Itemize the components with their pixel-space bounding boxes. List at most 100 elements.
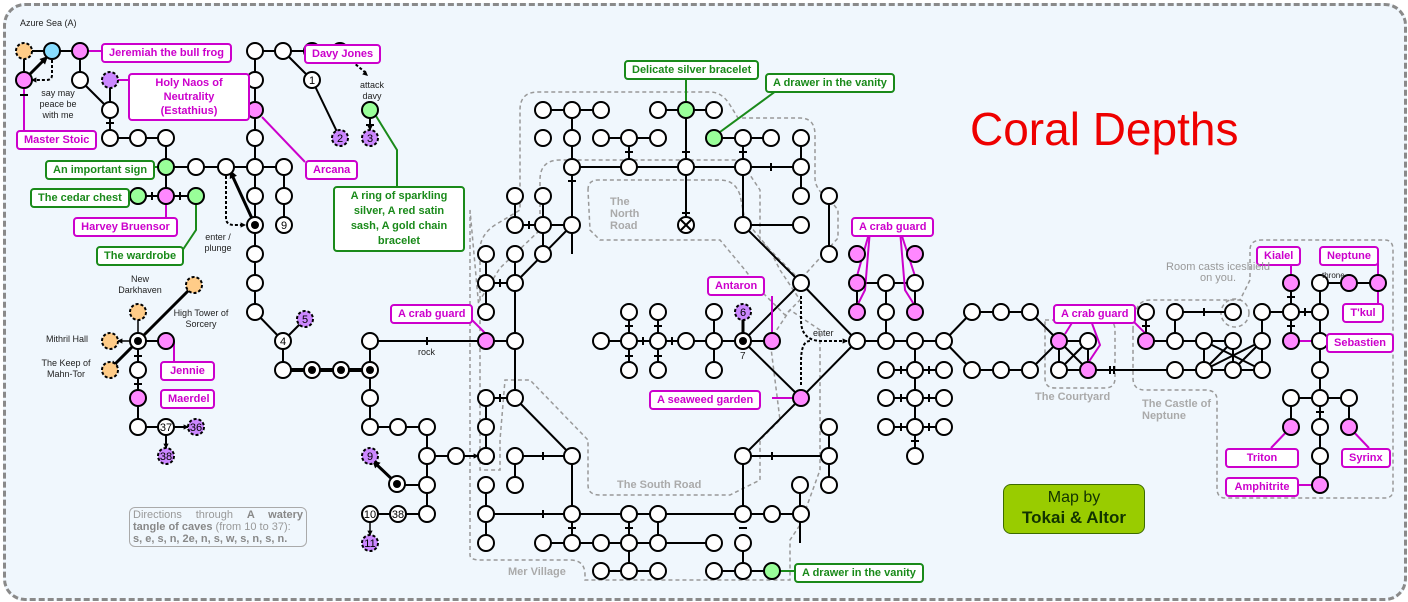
room-node (906, 389, 924, 407)
room-dot-icon (739, 337, 747, 345)
room-node (649, 505, 667, 523)
room-node (506, 476, 524, 494)
item-node (157, 158, 175, 176)
room-node (649, 129, 667, 147)
area-label-courtyard: The Courtyard (1035, 391, 1111, 403)
npc-label-crab-guard-west[interactable]: A crab guard (390, 304, 474, 324)
room-node (820, 476, 838, 494)
npc-label-syrinx[interactable]: Syrinx (1341, 448, 1391, 468)
arrow-head-icon (163, 443, 169, 449)
room-node (1050, 361, 1068, 379)
room-node (246, 187, 264, 205)
npc-label-maerdel[interactable]: Maerdel (160, 389, 215, 409)
npc-node (1340, 274, 1358, 292)
exit-node (361, 129, 379, 147)
npc-label-kialel[interactable]: Kialel (1256, 246, 1302, 266)
npc-node (157, 332, 175, 350)
room-node (705, 303, 723, 321)
room-node (992, 361, 1010, 379)
npc-label-tkul[interactable]: T'kul (1342, 303, 1384, 323)
npc-label-harvey[interactable]: Harvey Bruensor (73, 217, 178, 237)
label-leader-line (856, 229, 871, 307)
room-node (246, 129, 264, 147)
room-number: 2 (337, 133, 343, 145)
npc-label-master-stoic[interactable]: Master Stoic (16, 130, 98, 150)
item-label-important-sign[interactable]: An important sign (45, 160, 156, 180)
arrow-head-icon (367, 530, 373, 536)
room-node (820, 447, 838, 465)
room-node (649, 101, 667, 119)
npc-label-seaweed-garden[interactable]: A seaweed garden (649, 390, 762, 410)
room-node (187, 158, 205, 176)
item-label-drawer-north[interactable]: A drawer in the vanity (765, 73, 895, 93)
annotation-enter-plunge: enter / plunge (204, 232, 232, 253)
room-node (734, 158, 752, 176)
room-dot-icon (337, 366, 345, 374)
room-node (620, 534, 638, 552)
room-node (1253, 361, 1271, 379)
item-label-wardrobe[interactable]: The wardrobe (96, 246, 185, 266)
item-label-silver-bracelet[interactable]: Delicate silver bracelet (624, 60, 760, 80)
room-node (246, 158, 264, 176)
item-label-cedar-chest[interactable]: The cedar chest (30, 188, 130, 208)
room-dot-icon (308, 366, 316, 374)
npc-label-arcana[interactable]: Arcana (305, 160, 359, 180)
exit-node (331, 129, 349, 147)
exit-node (361, 447, 379, 465)
npc-label-neptune[interactable]: Neptune (1319, 246, 1379, 266)
area-label-castle-neptune: The Castle of Neptune (1142, 398, 1212, 422)
room-number: 37 (160, 422, 172, 434)
room-node (361, 389, 379, 407)
exit-node (101, 332, 119, 350)
room-node (1195, 332, 1213, 350)
room-node (1166, 332, 1184, 350)
npc-label-sebastien[interactable]: Sebastien (1326, 333, 1394, 353)
npc-label-holy-naos[interactable]: Holy Naos of Neutrality (Estathius) (128, 73, 250, 121)
room-node (592, 562, 610, 580)
exit-node (101, 361, 119, 379)
npc-label-crab-guard-north[interactable]: A crab guard (851, 217, 935, 237)
arrow-head-icon (240, 222, 246, 228)
room-node (848, 332, 866, 350)
room-node (217, 158, 235, 176)
room-node (935, 332, 953, 350)
room-node (1311, 389, 1329, 407)
room-node (101, 129, 119, 147)
room-node (274, 42, 292, 60)
area-label-mer-village: Mer Village (508, 566, 566, 578)
npc-label-jeremiah[interactable]: Jeremiah the bull frog (101, 43, 232, 63)
room-node (791, 476, 809, 494)
room-node (477, 303, 495, 321)
npc-label-crab-guard-courtyard[interactable]: A crab guard (1053, 304, 1137, 324)
npc-label-amphitrite[interactable]: Amphitrite (1225, 477, 1299, 497)
room-node (506, 245, 524, 263)
npc-label-davy-jones[interactable]: Davy Jones (304, 44, 382, 64)
room-node (820, 245, 838, 263)
room-node (763, 505, 781, 523)
room-node (477, 534, 495, 552)
room-node (389, 505, 407, 523)
room-node (592, 534, 610, 552)
room-node (1166, 303, 1184, 321)
arrow-head-icon (473, 453, 479, 459)
directions-note: Directions through A watery tangle of ca… (129, 507, 307, 547)
npc-label-antaron[interactable]: Antaron (707, 276, 766, 296)
label-leader-line (375, 115, 398, 186)
item-label-ring-sash-bracelet[interactable]: A ring of sparkling silver, A red satin … (333, 186, 465, 252)
room-node (734, 534, 752, 552)
room-node (534, 216, 552, 234)
room-node (246, 245, 264, 263)
npc-label-triton[interactable]: Triton (1225, 448, 1299, 468)
room-node (1311, 303, 1329, 321)
npc-node (848, 274, 866, 292)
room-node (734, 505, 752, 523)
room-node (906, 361, 924, 379)
npc-label-jennie[interactable]: Jennie (160, 361, 215, 381)
label-leader-line (899, 229, 916, 307)
passage-edge (311, 79, 341, 139)
room-node (447, 447, 465, 465)
npc-node (1311, 476, 1329, 494)
room-node (129, 129, 147, 147)
item-label-drawer-south[interactable]: A drawer in the vanity (794, 563, 924, 583)
